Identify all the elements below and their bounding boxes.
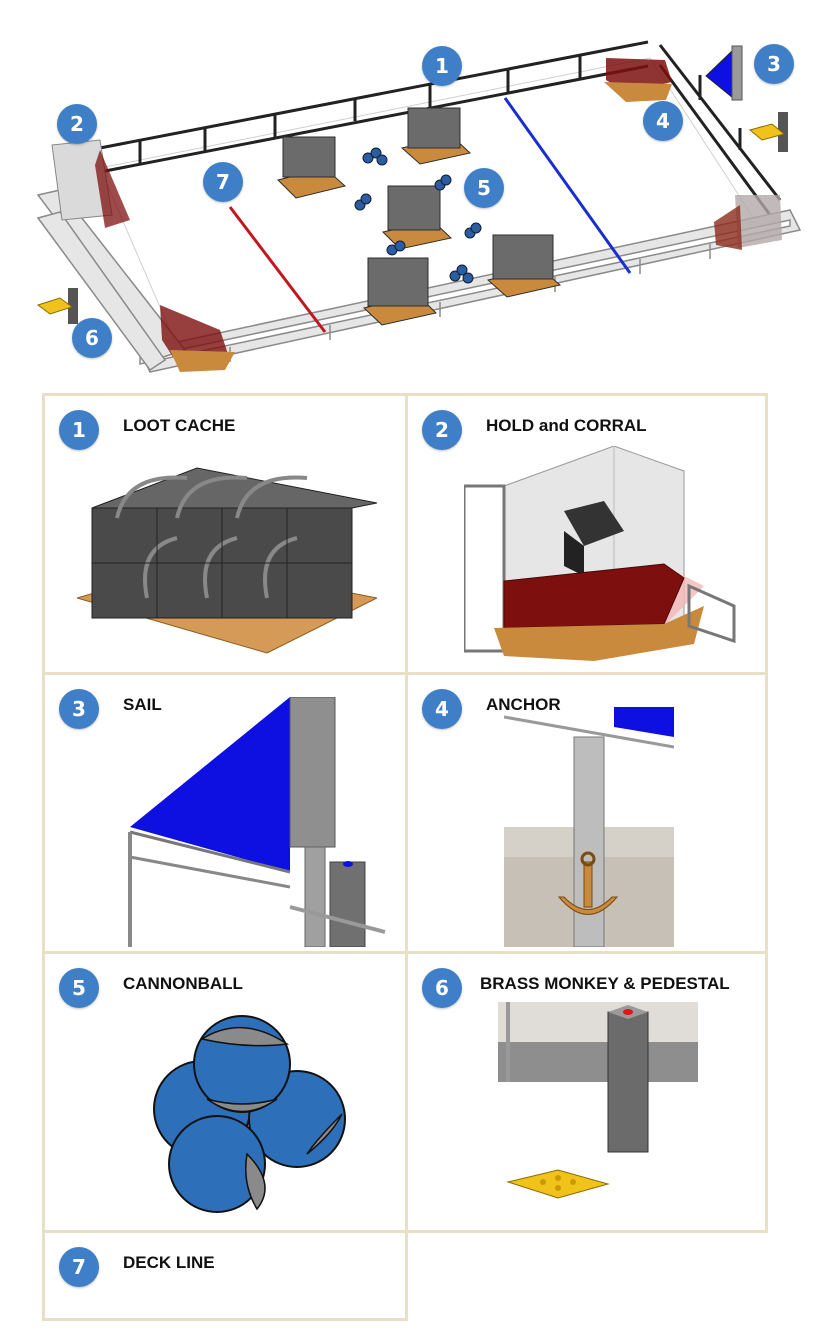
legend-label: LOOT CACHE	[123, 416, 236, 435]
legend-label: ANCHOR	[486, 695, 561, 714]
blue-deck-line	[503, 97, 632, 274]
cannonballs	[354, 147, 482, 284]
legend-item-hold-corral: 2 HOLD and CORRAL	[405, 393, 768, 675]
legend-label: DECK LINE	[123, 1253, 215, 1272]
sail-icon	[128, 697, 386, 947]
cannonball-icon	[153, 1015, 346, 1213]
legend-badge: 1	[59, 410, 99, 450]
legend-badge: 3	[59, 689, 99, 729]
legend-label: HOLD and CORRAL	[486, 416, 647, 435]
callout-badge-2: 2	[57, 104, 97, 144]
hold-corral-icon	[464, 446, 736, 661]
legend-badge: 2	[422, 410, 462, 450]
legend-badge: 6	[422, 968, 462, 1008]
element-legend: 1 LOOT CACHE 2 HOLD and CORRAL	[42, 393, 768, 1321]
legend-item-deck-line: 7 DECK LINE	[42, 1230, 408, 1321]
near-wall	[138, 209, 802, 373]
legend-badge: 5	[59, 968, 99, 1008]
right-wall	[658, 44, 782, 216]
legend-badge: 7	[59, 1247, 99, 1287]
legend-label: BRASS MONKEY & PEDESTAL	[480, 974, 730, 993]
callout-badge-4: 4	[643, 101, 683, 141]
field-overview-drawing	[36, 40, 802, 373]
holds	[51, 58, 782, 372]
legend-label: SAIL	[123, 695, 162, 714]
legend-item-sail: 3 SAIL	[42, 672, 408, 954]
pedestals	[36, 112, 788, 324]
legend-item-cannonball: 5 CANNONBALL	[42, 951, 408, 1233]
callout-badge-6: 6	[72, 318, 112, 358]
loot-caches	[277, 107, 562, 326]
callout-badge-1: 1	[422, 46, 462, 86]
legend-item-loot-cache: 1 LOOT CACHE	[42, 393, 408, 675]
callout-badge-7: 7	[203, 162, 243, 202]
legend-item-brass-monkey-pedestal: 6 BRASS MONKEY & PEDESTAL	[405, 951, 768, 1233]
far-wall	[99, 40, 649, 174]
red-deck-line	[228, 206, 327, 333]
field-overview: 1 2 3 4 5 6 7	[0, 0, 816, 390]
brass-monkey-icon	[498, 1002, 698, 1199]
callout-badge-5: 5	[464, 168, 504, 208]
legend-item-anchor: 4 ANCHOR	[405, 672, 768, 954]
legend-badge: 4	[422, 689, 462, 729]
anchor-icon	[504, 707, 674, 947]
loot-cache-icon	[77, 467, 377, 654]
callout-badge-3: 3	[754, 44, 794, 84]
legend-label: CANNONBALL	[123, 974, 243, 993]
sail-flag	[705, 48, 734, 100]
